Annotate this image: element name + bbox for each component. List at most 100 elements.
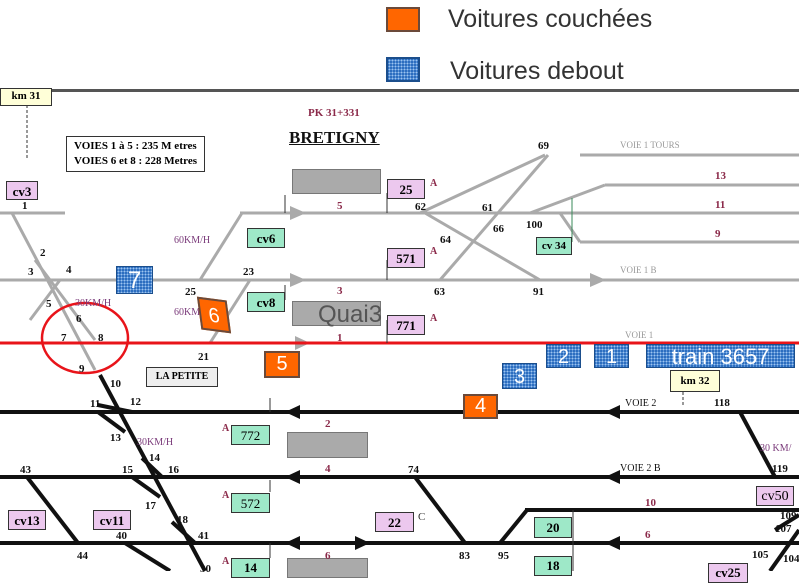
switch-number: 61 bbox=[482, 202, 493, 214]
track-label: VOIE 1 bbox=[625, 330, 654, 340]
switch-number: 64 bbox=[440, 234, 451, 246]
car-debout-2[interactable]: 2 bbox=[546, 344, 581, 368]
track-number: 2 bbox=[325, 418, 331, 430]
switch-number: 62 bbox=[415, 201, 426, 213]
legend-label-couchees: Voitures couchées bbox=[448, 5, 653, 33]
arrow-left-icon bbox=[605, 470, 620, 484]
track-line bbox=[140, 456, 164, 479]
signal-suffix: A bbox=[430, 313, 438, 324]
car-couchee-5[interactable]: 5 bbox=[264, 351, 300, 378]
switch-number: 4 bbox=[66, 264, 72, 276]
signal-22: 22 bbox=[375, 512, 414, 532]
car-debout-7[interactable]: 7 bbox=[116, 266, 153, 294]
legend: Voitures couchées Voitures debout bbox=[0, 0, 799, 90]
track-line bbox=[198, 212, 244, 281]
arrow-left-icon bbox=[605, 536, 620, 550]
track-number: 11 bbox=[715, 199, 726, 211]
track-label: VOIE 1 TOURS bbox=[620, 140, 680, 150]
switch-number: 66 bbox=[493, 223, 504, 235]
signal-cv6: cv6 bbox=[247, 228, 285, 248]
black-arrows bbox=[285, 405, 620, 550]
switch-number: 104 bbox=[783, 553, 799, 565]
platform bbox=[292, 301, 381, 326]
signal-18: 18 bbox=[534, 556, 572, 576]
track-number: 6 bbox=[645, 529, 651, 541]
track-number: 3 bbox=[337, 285, 343, 297]
signal-cv8: cv8 bbox=[247, 292, 285, 312]
pk-label: PK 31+331 bbox=[308, 107, 360, 119]
switch-number: 10 bbox=[110, 378, 121, 390]
track-line bbox=[96, 410, 127, 434]
arrow-right-icon bbox=[590, 273, 606, 287]
car-couchee-4[interactable]: 4 bbox=[463, 394, 498, 419]
signal-cv11: cv11 bbox=[93, 510, 131, 530]
platform bbox=[292, 169, 381, 194]
switch-number: 107 bbox=[775, 523, 792, 535]
arrow-left-icon bbox=[285, 405, 300, 419]
switch-number: 63 bbox=[434, 286, 445, 298]
switch-number: 11 bbox=[90, 398, 101, 410]
arrow-left-icon bbox=[285, 470, 300, 484]
track-line bbox=[33, 259, 97, 341]
switch-number: 2 bbox=[40, 247, 46, 259]
switch-number: 8 bbox=[98, 332, 104, 344]
black-tracks bbox=[0, 374, 799, 571]
train-3657[interactable]: train 3657 bbox=[646, 344, 795, 369]
track-number: 6 bbox=[325, 550, 331, 562]
la-petite-label: LA PETITE bbox=[146, 367, 218, 387]
km-marker: km 31 bbox=[0, 88, 52, 106]
switch-number: 95 bbox=[498, 550, 509, 562]
arrow-right-icon bbox=[290, 206, 306, 220]
switch-number: 109 bbox=[780, 510, 797, 522]
switch-number: 91 bbox=[533, 286, 544, 298]
arrow-right-icon bbox=[290, 273, 306, 287]
switch-number: 13 bbox=[110, 432, 121, 444]
signal-571: 571 bbox=[387, 248, 425, 268]
signal-cv3: cv3 bbox=[6, 181, 38, 200]
signal-20: 20 bbox=[534, 517, 572, 538]
platform bbox=[287, 432, 368, 458]
switch-number: 41 bbox=[198, 530, 209, 542]
signal-14: 14 bbox=[231, 558, 270, 578]
track-line bbox=[424, 211, 541, 282]
switch-number: 6 bbox=[76, 313, 82, 325]
signal-cv50: cv50 bbox=[756, 486, 794, 506]
note-line: VOIES 6 et 8 : 228 Metres bbox=[74, 155, 197, 167]
switch-number: 43 bbox=[20, 464, 31, 476]
switch-number: 16 bbox=[168, 464, 179, 476]
track-label: VOIE 2 bbox=[625, 398, 657, 409]
track-line bbox=[97, 403, 133, 414]
car-debout-1[interactable]: 1 bbox=[594, 344, 629, 368]
legend-swatch-couchees bbox=[386, 7, 420, 32]
arrow-left-icon bbox=[605, 405, 620, 419]
km-marker: km 32 bbox=[670, 370, 720, 392]
track-line bbox=[438, 154, 550, 281]
car-debout-3[interactable]: 3 bbox=[502, 363, 537, 389]
switch-number: 118 bbox=[714, 397, 730, 409]
switch-number: 9 bbox=[79, 363, 85, 375]
station-name: BRETIGNY bbox=[289, 128, 380, 147]
track-number: 4 bbox=[325, 463, 331, 475]
track-number: 1 bbox=[337, 332, 343, 344]
legend-label-debout: Voitures debout bbox=[450, 57, 624, 85]
switch-number: 7 bbox=[61, 332, 67, 344]
switch-number: 18 bbox=[177, 514, 188, 526]
track-line bbox=[123, 541, 172, 571]
signal-suffix: A bbox=[222, 556, 230, 567]
track-line bbox=[738, 411, 777, 478]
signal-suffix: A bbox=[222, 423, 230, 434]
arrow-left-icon bbox=[285, 536, 300, 550]
legend-swatch-debout bbox=[386, 57, 420, 82]
signal-771: 771 bbox=[387, 315, 425, 335]
switch-number: 119 bbox=[772, 463, 788, 475]
track-line bbox=[768, 528, 799, 571]
switch-number: 23 bbox=[243, 266, 254, 278]
car-couchee-6[interactable]: 6 bbox=[196, 296, 232, 334]
track-line bbox=[130, 475, 162, 499]
speed-limit: 30KM/H bbox=[137, 437, 174, 448]
highlight-red-circle bbox=[40, 301, 130, 375]
track-number: 13 bbox=[715, 170, 726, 182]
track-number: 10 bbox=[645, 497, 656, 509]
track-number: 9 bbox=[715, 228, 721, 240]
switch-number: 30 bbox=[200, 563, 211, 575]
